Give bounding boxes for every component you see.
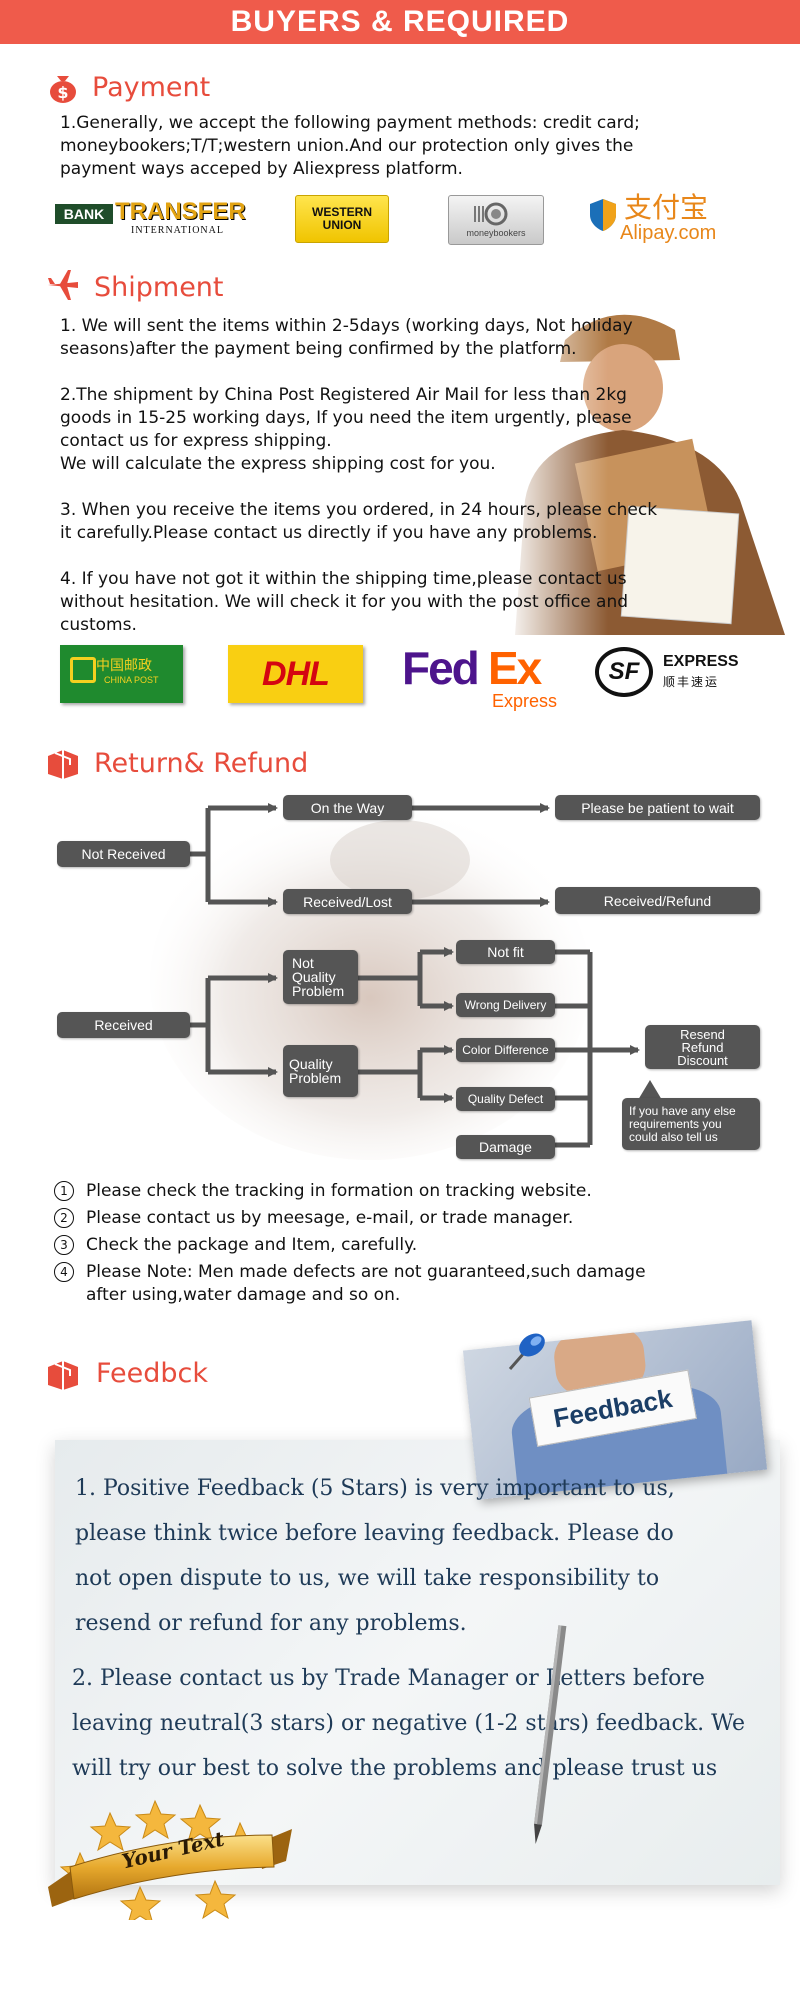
sf-express-logo: SF EXPRESS 顺丰速运 — [595, 645, 755, 701]
bank-transfer-logo: BANK TRANSFER INTERNATIONAL — [55, 198, 246, 238]
refund-title: Return& Refund — [94, 748, 309, 779]
node-be-patient: Please be patient to wait — [555, 795, 760, 820]
shipment-text: 1. We will sent the items within 2-5days… — [60, 316, 658, 635]
svg-text:$: $ — [57, 83, 68, 102]
node-not-quality-problem: Not Quality Problem — [283, 950, 358, 1004]
alipay-logo: 支付宝 Alipay.com — [588, 192, 758, 246]
shipment-title: Shipment — [94, 272, 224, 303]
payment-title: Payment — [92, 72, 211, 103]
node-received-refund: Received/Refund — [555, 887, 760, 914]
moneybookers-logo: moneybookers — [448, 195, 544, 245]
feedback-title: Feedbck — [96, 1358, 209, 1389]
node-wrong-delivery: Wrong Delivery — [456, 993, 555, 1017]
node-damage: Damage — [456, 1135, 555, 1159]
ribbon-badge — [48, 1799, 292, 1920]
courier-figure — [505, 300, 800, 635]
node-received-lost: Received/Lost — [283, 889, 412, 914]
pushpin-icon — [508, 1333, 545, 1370]
node-else-requirements: If you have any else requirements you co… — [622, 1098, 760, 1150]
feedback-card — [55, 1440, 780, 1885]
dhl-logo: DHL — [228, 645, 363, 703]
node-quality-problem: Quality Problem — [283, 1045, 358, 1097]
money-bag-icon: $ — [50, 76, 76, 103]
node-not-fit: Not fit — [456, 940, 555, 964]
refund-note-4-cont: after using,water damage and so on. — [86, 1285, 401, 1305]
box-icon — [48, 1361, 78, 1390]
western-union-logo: WESTERN UNION — [295, 195, 389, 243]
node-on-the-way: On the Way — [283, 795, 412, 820]
page-banner: BUYERS & REQUIRED — [0, 0, 800, 44]
flow-connectors — [190, 803, 662, 1148]
box-icon — [48, 750, 78, 779]
node-not-received: Not Received — [57, 841, 190, 867]
fedex-logo: Fed Ex Express — [402, 642, 558, 711]
shield-icon — [590, 199, 616, 231]
china-post-logo: 中国邮政 CHINA POST — [60, 645, 183, 703]
feedback-paragraph-1: 1. Positive Feedback (5 Stars) is very i… — [75, 1476, 675, 1636]
payment-text: 1.Generally, we accept the following pay… — [60, 113, 640, 179]
airplane-icon — [48, 270, 78, 300]
node-color-difference: Color Difference — [456, 1038, 555, 1062]
node-received: Received — [57, 1012, 190, 1038]
feedback-paragraph-2: 2. Please contact us by Trade Manager or… — [72, 1666, 745, 1781]
pencil-icon — [534, 1625, 567, 1845]
node-quality-defect: Quality Defect — [456, 1087, 555, 1111]
node-resend-refund-discount: Resend Refund Discount — [645, 1025, 760, 1069]
